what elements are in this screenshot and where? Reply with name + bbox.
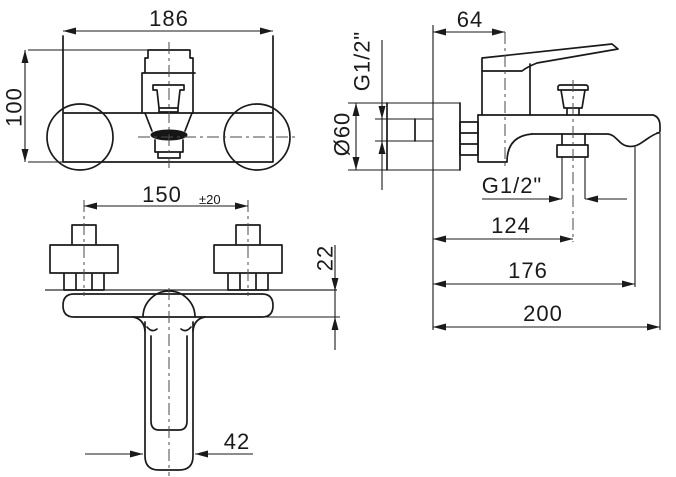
dim-depth-22: 22 <box>313 245 339 350</box>
body-side <box>477 114 533 163</box>
dim-label-200: 200 <box>523 301 563 326</box>
spout-underside <box>531 132 659 148</box>
side-view: 64 G1/2" Ø60 G1/2" 124 <box>330 7 661 331</box>
dim-label-22: 22 <box>313 245 338 271</box>
lever-side <box>481 43 619 72</box>
dim-label-150: 150 <box>142 182 182 207</box>
dim-label-42: 42 <box>224 429 250 454</box>
lever-surface-ticks <box>146 326 192 332</box>
label-shower-thread: G1/2" <box>482 173 543 198</box>
cartridge-side <box>481 63 531 116</box>
faucet-body-front <box>62 35 274 163</box>
dim-label-64: 64 <box>457 7 483 32</box>
shower-outlet <box>556 133 589 158</box>
dim-inlet-thread: G1/2" <box>350 31 386 190</box>
dim-handle-offset-64: 64 <box>433 7 505 36</box>
lever-plan-outline <box>144 321 194 471</box>
label-inlet-thread: G1/2" <box>350 31 375 92</box>
dim-height-100: 100 <box>2 49 148 163</box>
spout-shroud <box>144 112 193 132</box>
dim-lever-width-42: 42 <box>85 429 253 458</box>
left-escutcheon-circle <box>46 103 114 171</box>
dim-label-124: 124 <box>491 213 531 238</box>
dim-shower-thread: G1/2" <box>482 173 627 203</box>
dim-label-100: 100 <box>2 87 27 127</box>
escutcheon-side <box>386 102 461 171</box>
dim-lip-distance-176: 176 <box>433 258 635 288</box>
faucet-body-plan <box>62 293 274 318</box>
dim-spacing-150: 150 ±20 <box>84 182 248 210</box>
dim-flange-diameter-60: Ø60 <box>330 103 360 170</box>
dim-overall-depth-200: 200 <box>433 301 660 331</box>
label-flange-diameter: Ø60 <box>330 112 355 157</box>
dim-shower-distance-124: 124 <box>433 213 573 243</box>
plan-view: 150 ±20 22 42 <box>45 182 340 476</box>
dim-width-186: 186 <box>63 6 273 35</box>
dim-label-186: 186 <box>149 6 189 31</box>
dim-label-176: 176 <box>508 258 548 283</box>
dim-label-tolerance: ±20 <box>199 192 221 207</box>
union-nut-side <box>459 121 479 156</box>
diverter-knob-front <box>152 84 185 113</box>
front-view: 186 100 <box>2 6 298 171</box>
